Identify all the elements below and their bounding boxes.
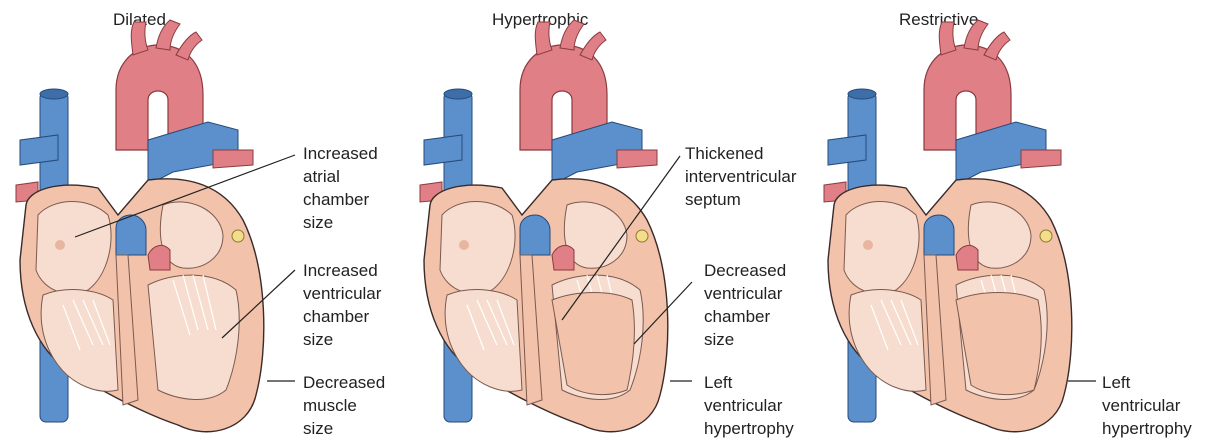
panel-restrictive: Restrictive Left ventricular hypertrophy	[806, 0, 1208, 439]
panel-dilated: Dilated Increased atrial chamber size In…	[0, 0, 402, 439]
label-left-ventricular-hypertrophy: Left ventricular hypertrophy	[1102, 371, 1192, 440]
label-increased-ventricular: Increased ventricular chamber size	[303, 259, 381, 351]
label-thickened-septum: Thickened interventricular septum	[685, 142, 797, 211]
label-decreased-ventricular: Decreased ventricular chamber size	[704, 259, 786, 351]
panel-hypertrophic: Hypertrophic Thickened interventricular …	[402, 0, 806, 439]
label-left-ventricular-hypertrophy: Left ventricular hypertrophy	[704, 371, 794, 440]
label-increased-atrial: Increased atrial chamber size	[303, 142, 378, 234]
label-decreased-muscle: Decreased muscle size	[303, 371, 385, 440]
